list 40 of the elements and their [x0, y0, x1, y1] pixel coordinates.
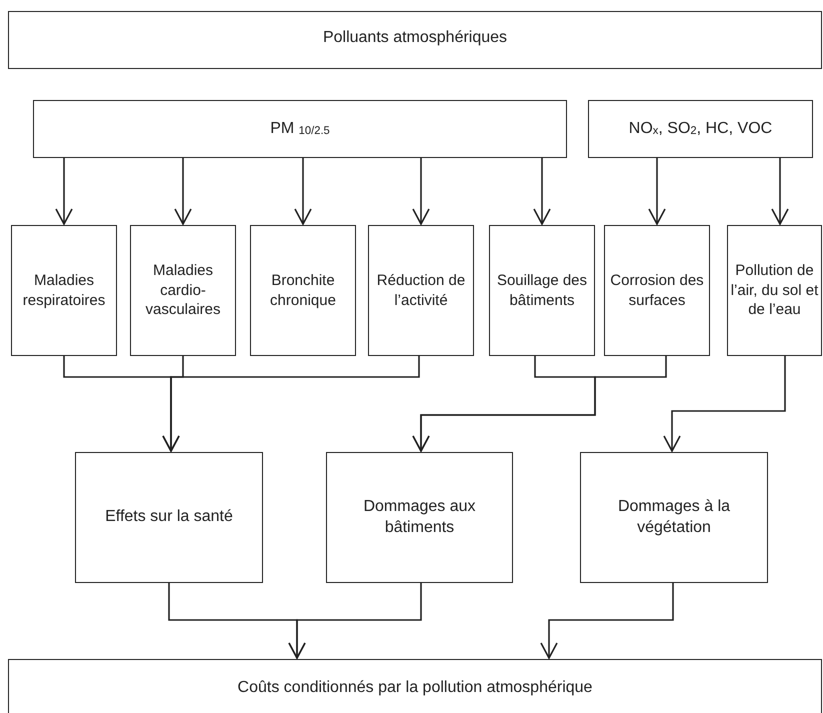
impact-box — [250, 225, 356, 356]
node-label: Dommages à la végétation — [616, 496, 732, 538]
effect-box — [75, 452, 263, 583]
arrow — [288, 583, 422, 659]
effect-box — [580, 452, 768, 583]
node-label: Bronchite chronique — [269, 271, 337, 310]
arrow — [540, 583, 674, 659]
node-label: Corrosion des surfaces — [609, 271, 705, 310]
node-label: NO$_{x}$, SO$_{2}$, HC, VOC — [628, 118, 772, 139]
node-label: Réduction de l’activité — [376, 271, 466, 310]
result-box — [8, 659, 822, 713]
arrow — [294, 158, 312, 225]
impact-box — [368, 225, 474, 356]
heading-box — [8, 11, 822, 69]
node-label: Maladies cardio-vasculaires — [144, 261, 222, 320]
node-label: Effets sur la santé — [105, 507, 233, 528]
pollutant-box — [588, 100, 813, 158]
pollutant-box — [33, 100, 567, 158]
node-label: Coûts conditionnés par la pollution atmosphérique — [238, 678, 592, 698]
arrow — [174, 158, 192, 225]
impact-box — [604, 225, 710, 356]
node-label: Maladies respiratoires — [22, 271, 106, 310]
impact-box — [11, 225, 117, 356]
node-label: Dommages aux bâtiments — [362, 496, 477, 538]
arrow — [648, 158, 666, 225]
arrow — [412, 356, 667, 452]
arrow — [663, 356, 786, 452]
arrow — [162, 356, 420, 452]
node-label: PM $_{10/2.5}$ — [270, 118, 330, 139]
impact-box — [489, 225, 595, 356]
node-label: Souillage des bâtiments — [496, 271, 588, 310]
node-label: Pollution de l’air, du sol et de l’eau — [730, 261, 820, 320]
impact-box — [727, 225, 822, 356]
node-label: Polluants atmosphériques — [322, 28, 508, 48]
arrow — [771, 158, 789, 225]
impact-box — [130, 225, 236, 356]
arrow — [55, 158, 73, 225]
effect-box — [326, 452, 513, 583]
arrow — [533, 158, 551, 225]
arrow — [412, 158, 430, 225]
